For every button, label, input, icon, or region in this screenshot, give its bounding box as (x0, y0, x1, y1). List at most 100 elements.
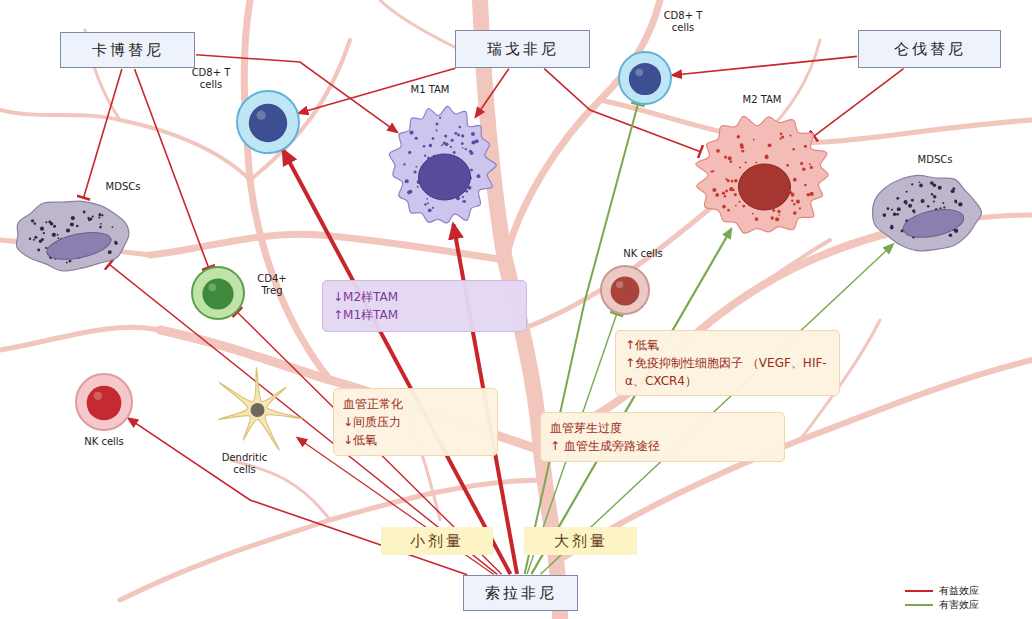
granule (98, 213, 101, 216)
cell-nucleus (901, 205, 967, 243)
granule (942, 202, 944, 204)
granule (435, 123, 438, 126)
granule (958, 202, 962, 206)
granule (800, 162, 803, 165)
cell-body (696, 116, 828, 233)
vessel (244, 0, 330, 380)
granule (407, 191, 411, 195)
granule (777, 210, 780, 213)
granule (755, 217, 759, 221)
granule (41, 238, 44, 241)
box-text: ↓低氧 (343, 431, 488, 449)
granule (722, 205, 726, 209)
granule (463, 200, 466, 203)
nk-cell: NK cells (599, 264, 651, 316)
granule (414, 170, 417, 173)
box-text: ↑低氧 (625, 336, 830, 354)
granule (745, 161, 747, 163)
dendritic-cell: Dendritic cells (205, 360, 310, 460)
drug-box: 卡博替尼 (60, 32, 195, 68)
granule (954, 199, 957, 202)
granule (911, 199, 914, 202)
granule (716, 149, 720, 153)
granule (409, 131, 413, 135)
cell-nucleus (87, 386, 122, 421)
cell-label: Dendritic cells (217, 452, 272, 476)
granule (772, 209, 775, 212)
granule (890, 225, 893, 228)
activation-arrow (297, 438, 494, 575)
box-text: 卡博替尼 (92, 41, 164, 60)
granule (37, 248, 40, 251)
granule (780, 133, 783, 136)
box-text: ↑ 血管生成旁路途径 (550, 437, 775, 455)
granule (809, 163, 811, 165)
cell-figure (190, 265, 246, 321)
granule (424, 203, 426, 205)
granule (426, 198, 428, 200)
vessel (0, 110, 250, 180)
box-text: 小剂量 (410, 532, 464, 551)
granule (444, 135, 447, 138)
granule (461, 142, 464, 145)
inhibition-line (84, 69, 122, 198)
granule (34, 222, 37, 225)
granule (796, 200, 800, 204)
box-text: ↓M2样TAM (333, 288, 516, 306)
mdsc-cell: MDSCs (868, 170, 986, 255)
granule (428, 208, 432, 212)
granule (734, 193, 737, 196)
legend-swatch (905, 590, 933, 592)
granule (779, 138, 781, 140)
box-text: ↑免疫抑制性细胞因子 （VEGF、HIF-α、CXCR4） (625, 354, 830, 390)
granule (70, 222, 74, 226)
legend-swatch (905, 604, 933, 606)
granule (712, 188, 716, 192)
granule (445, 142, 449, 146)
activation-arrow (672, 56, 857, 75)
granule (427, 202, 429, 204)
granule (799, 207, 801, 209)
granule (727, 179, 730, 182)
granule (728, 156, 732, 160)
activation-arrow (531, 229, 731, 574)
granule (417, 186, 419, 188)
box-text: 血管芽生过度 (550, 419, 775, 437)
granule (405, 179, 409, 183)
treg-cell: CD4+ Treg (190, 265, 246, 321)
cell-label: MDSCs (910, 154, 960, 166)
granule (462, 147, 464, 149)
cell-nucleus (611, 277, 640, 306)
legend-text: 有害效应 (939, 598, 979, 612)
highlight (208, 283, 216, 291)
granule (98, 217, 100, 219)
granule (99, 226, 102, 229)
granule (416, 166, 418, 168)
t-cell: CD8+ T cells (617, 50, 673, 106)
granule (735, 205, 737, 207)
granule (477, 174, 481, 178)
granule (115, 242, 118, 245)
cell-nucleus (202, 278, 233, 309)
granule (469, 150, 472, 153)
m1-macrophage: M1 TAM (385, 100, 500, 230)
granule (459, 126, 462, 129)
t-cell: CD8+ T cells (235, 89, 301, 155)
granule (715, 193, 719, 197)
granule (729, 160, 732, 163)
granule (949, 234, 953, 238)
box-text: 索拉非尼 (485, 584, 557, 603)
granule (403, 163, 405, 165)
effect-box: ↓M2样TAM↑M1样TAM (322, 280, 527, 332)
granule (912, 209, 915, 212)
mdsc-cell: MDSCs (10, 195, 135, 275)
nk-cell: NK cells (74, 372, 134, 432)
inhibition-line (814, 69, 903, 137)
granule (462, 196, 464, 198)
granule (451, 139, 454, 142)
box-text: 瑞戈非尼 (487, 40, 559, 59)
cell-body (192, 267, 244, 319)
granule (739, 201, 741, 203)
granule (906, 191, 908, 193)
highlight (94, 392, 102, 400)
